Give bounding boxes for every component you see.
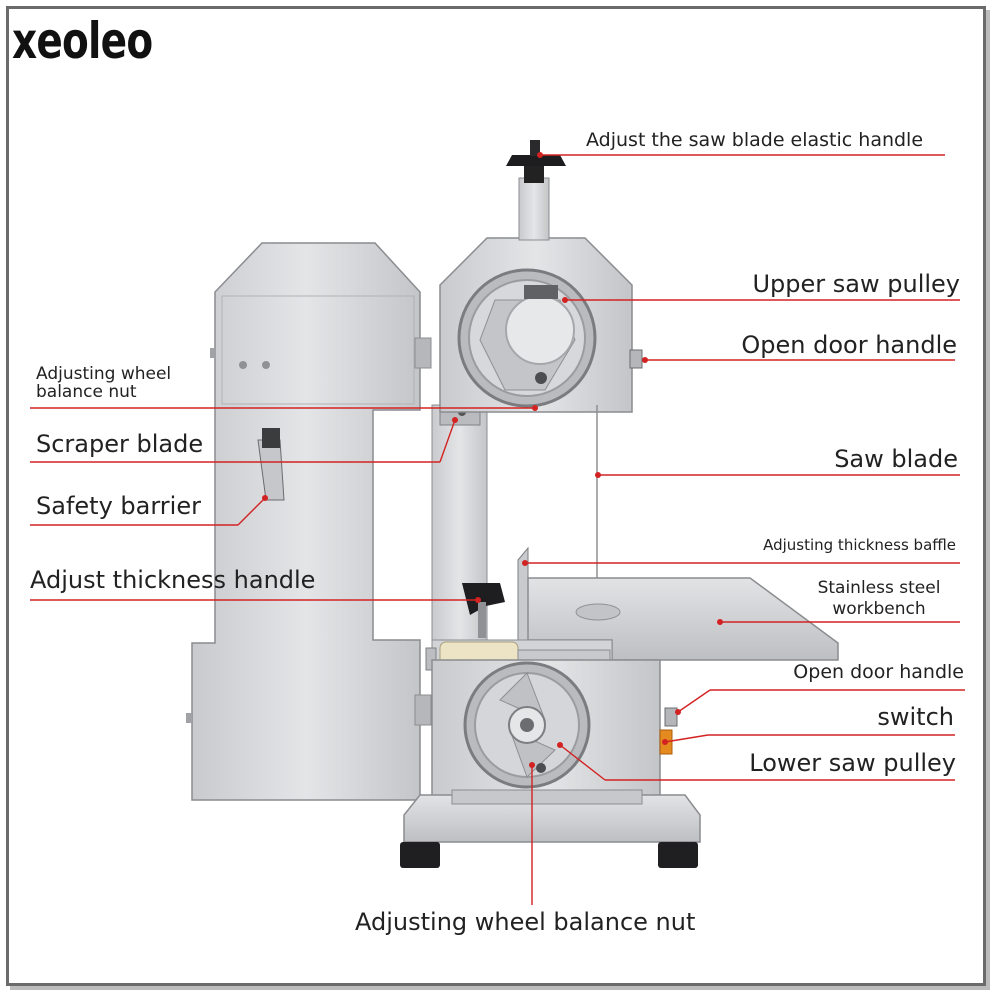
label-safety-barrier: Safety barrier	[36, 492, 201, 520]
leader-dots	[262, 152, 723, 768]
label-adjust-elastic-handle: Adjust the saw blade elastic handle	[586, 129, 924, 151]
label-adjusting-wheel-balance-nut-bottom: Adjusting wheel balance nut	[355, 908, 696, 936]
upper-pulley	[457, 268, 597, 408]
safety-barrier	[257, 428, 285, 501]
elastic-handle	[506, 140, 566, 241]
label-adjusting-wheel-balance-nut-top-1: Adjusting wheel	[36, 364, 172, 384]
machine-base	[400, 789, 701, 868]
lower-pulley	[463, 661, 591, 789]
label-open-door-handle-bottom: Open door handle	[793, 661, 964, 683]
label-saw-blade: Saw blade	[834, 445, 958, 473]
label-lower-saw-pulley: Lower saw pulley	[749, 749, 956, 777]
label-stainless-steel-workbench-1: Stainless steel	[817, 578, 941, 598]
label-open-door-handle-top: Open door handle	[741, 331, 957, 359]
label-switch: switch	[877, 703, 954, 731]
thickness-handle	[462, 583, 505, 638]
left-open-door	[186, 242, 432, 801]
brand-logo: xeoleo	[12, 12, 153, 70]
label-stainless-steel-workbench-2: workbench	[832, 599, 926, 619]
label-scraper-blade: Scraper blade	[36, 430, 204, 458]
leader-lines	[30, 154, 965, 905]
label-adjusting-thickness-baffle: Adjusting thickness baffle	[763, 536, 956, 554]
label-adjust-thickness-handle: Adjust thickness handle	[30, 566, 316, 594]
label-upper-saw-pulley: Upper saw pulley	[752, 270, 960, 298]
label-adjusting-wheel-balance-nut-top-2: balance nut	[36, 382, 137, 402]
